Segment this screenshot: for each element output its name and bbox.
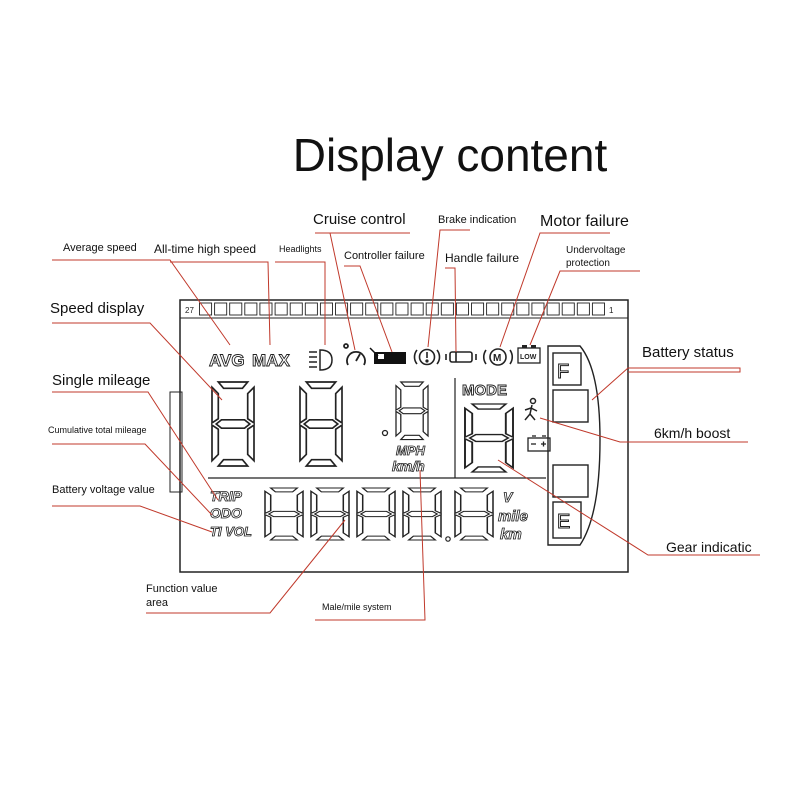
label-battery-voltage-value: Battery voltage value (52, 484, 155, 496)
scale-tick (304, 302, 318, 316)
scale-tick (319, 302, 333, 316)
scale-tick (546, 302, 560, 316)
scale-tick (516, 302, 530, 316)
scale-tick (229, 302, 243, 316)
label-cruise-control: Cruise control (313, 211, 406, 228)
battery-gauge (547, 345, 601, 546)
function-digit-1 (264, 487, 304, 541)
battery-empty-letter: E (557, 511, 570, 533)
scale-tick (395, 302, 409, 316)
brake-indication-icon (413, 348, 441, 366)
scale-tick (471, 302, 485, 316)
scale-tick (289, 302, 303, 316)
scale-tick (335, 302, 349, 316)
label-handle-failure: Handle failure (445, 251, 520, 265)
scale-tick (486, 302, 500, 316)
function-digit-2 (310, 487, 350, 541)
scale-tick (440, 302, 454, 316)
lcd-odo-text: ODO (210, 505, 242, 521)
label-function-value-area-1: Function value (146, 583, 218, 595)
speed-digit-2 (299, 381, 343, 467)
lcd-max-text: MAX (252, 351, 290, 370)
scale-tick (365, 302, 379, 316)
label-motor-failure: Motor failure (540, 213, 629, 230)
label-speed-display: Speed display (50, 300, 145, 317)
scale-tick (561, 302, 575, 316)
label-undervoltage-protection-2: protection (566, 258, 610, 269)
scale-tick (591, 302, 605, 316)
scale-tick (259, 302, 273, 316)
lcd-scale-right-label: 1 (609, 306, 614, 315)
headlight-icon (309, 349, 333, 371)
low-battery-icon (517, 345, 541, 364)
scale-tick (410, 302, 424, 316)
function-digit-5 (454, 487, 494, 541)
label-function-value-area-2: area (146, 597, 169, 609)
cruise-control-icon (343, 343, 366, 366)
label-brake-indication: Brake indication (438, 214, 517, 226)
label-undervoltage-protection-1: Undervoltage (566, 245, 626, 256)
speed-digit-1 (211, 381, 255, 467)
walk-assist-icon (524, 397, 538, 421)
scale-tick (274, 302, 288, 316)
label-battery-status: Battery status (642, 344, 734, 361)
leader-lines (52, 229, 760, 621)
label-gear-indication: Gear indicatic (666, 539, 752, 555)
lcd-scale-ticks (199, 302, 605, 316)
lcd-mile-text: mile (498, 508, 528, 525)
function-digit-3 (356, 487, 396, 541)
lcd-v-text: V (503, 489, 514, 505)
lcd-km-text: km (500, 526, 522, 543)
lcd-mode-text: MODE (462, 382, 507, 399)
scale-tick (531, 302, 545, 316)
battery-small-icon (527, 435, 551, 452)
scale-tick (455, 302, 469, 316)
label-cumulative-total-mileage: Cumulative total mileage (48, 425, 147, 435)
lcd-scale-left-label: 27 (185, 306, 194, 315)
lcd-kmh-text: km/h (392, 458, 425, 474)
function-decimal-point (445, 536, 451, 542)
scale-tick (214, 302, 228, 316)
lcd-avg-text: AVG (209, 351, 245, 370)
scale-tick (576, 302, 590, 316)
low-battery-text: LOW (520, 354, 537, 361)
label-single-mileage: Single mileage (52, 372, 151, 389)
motor-failure-letter: M (493, 353, 501, 364)
lcd-mph-text: MPH (396, 443, 426, 458)
lcd-trip-text: TRIP (210, 488, 243, 504)
battery-full-letter: F (557, 361, 569, 383)
scale-tick (244, 302, 258, 316)
label-headlights: Headlights (279, 244, 322, 254)
speed-digit-3 (395, 381, 429, 441)
controller-failure-icon (369, 347, 406, 364)
label-all-time-high-speed: All-time high speed (154, 242, 257, 256)
label-male-mile-system: Male/mile system (322, 602, 392, 612)
label-controller-failure: Controller failure (344, 250, 425, 262)
motor-failure-icon (482, 348, 514, 366)
speed-decimal-point (381, 429, 389, 437)
lcd-frame (169, 299, 629, 573)
scale-tick (199, 302, 213, 316)
scale-tick (380, 302, 394, 316)
lcd-tivol-text: TI VOL (210, 524, 252, 539)
label-average-speed: Average speed (63, 242, 137, 254)
gear-digit (464, 403, 514, 473)
page-title: Display content (292, 129, 608, 181)
handle-failure-icon (445, 351, 477, 363)
scale-tick (350, 302, 364, 316)
label-6kmh-boost: 6km/h boost (654, 425, 731, 441)
